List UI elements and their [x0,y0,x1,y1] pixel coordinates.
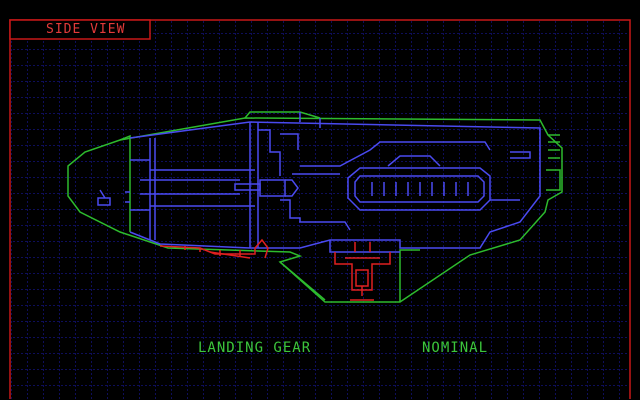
display-frame [9,19,631,399]
grid [11,21,629,400]
system-status-value: NOMINAL [422,340,489,356]
side-view-tab[interactable]: SIDE VIEW [46,22,126,37]
ship-schematic [67,111,563,303]
system-name-label: LANDING GEAR [198,340,312,356]
internal-structure [97,112,541,253]
landing-gear [159,238,391,301]
hull-outline [67,111,563,303]
